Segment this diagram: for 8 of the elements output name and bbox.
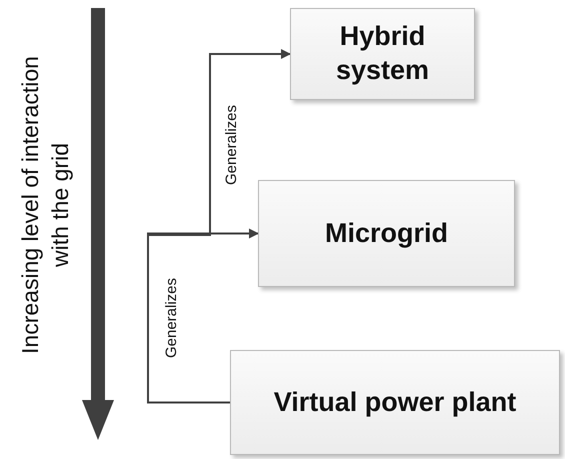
node-text: Virtual power plant xyxy=(274,386,516,419)
connector-arrow xyxy=(147,49,291,404)
process-box xyxy=(230,350,560,455)
axis-caption: Increasing level of interaction with the grid xyxy=(16,55,74,356)
process-box xyxy=(290,8,475,100)
node-text: Hybrid system xyxy=(334,20,430,87)
node-text: Microgrid xyxy=(324,216,448,250)
process-box xyxy=(258,180,515,287)
